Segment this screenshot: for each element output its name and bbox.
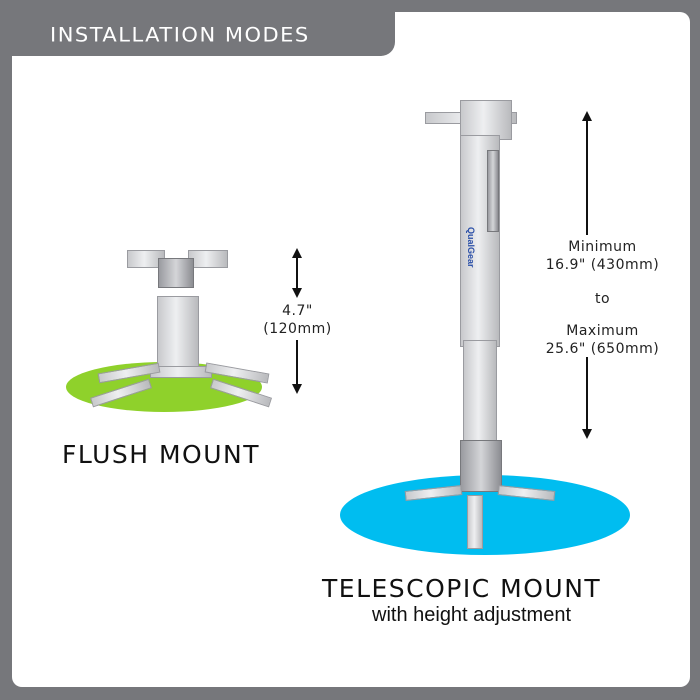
flush-mount-title: FLUSH MOUNT	[62, 440, 260, 469]
header-tab: INSTALLATION MODES	[0, 0, 395, 56]
max-value: 25.6" (650mm)	[545, 341, 660, 357]
max-label: Maximum	[566, 323, 639, 339]
content-panel	[12, 12, 690, 687]
flush-height-metric: (120mm)	[263, 321, 332, 337]
telescopic-mount-title: TELESCOPIC MOUNT	[322, 574, 602, 603]
telescopic-height-arrow-bottom	[582, 357, 592, 439]
telescopic-height-arrow-top	[582, 111, 592, 235]
flush-height-imperial: 4.7"	[282, 303, 313, 319]
telescopic-mount-subtitle: with height adjustment	[372, 604, 572, 626]
flush-height-label: 4.7" (120mm)	[250, 302, 345, 338]
telescopic-height-label: Minimum 16.9" (430mm) to Maximum 25.6" (…	[530, 238, 675, 358]
range-connector: to	[594, 291, 611, 307]
min-label: Minimum	[568, 239, 637, 255]
flush-height-arrow-bottom	[292, 340, 302, 394]
flush-height-arrow-top	[292, 248, 302, 298]
brand-logo: QualGear	[466, 227, 476, 268]
min-value: 16.9" (430mm)	[545, 257, 660, 273]
page-title: INSTALLATION MODES	[50, 23, 310, 47]
